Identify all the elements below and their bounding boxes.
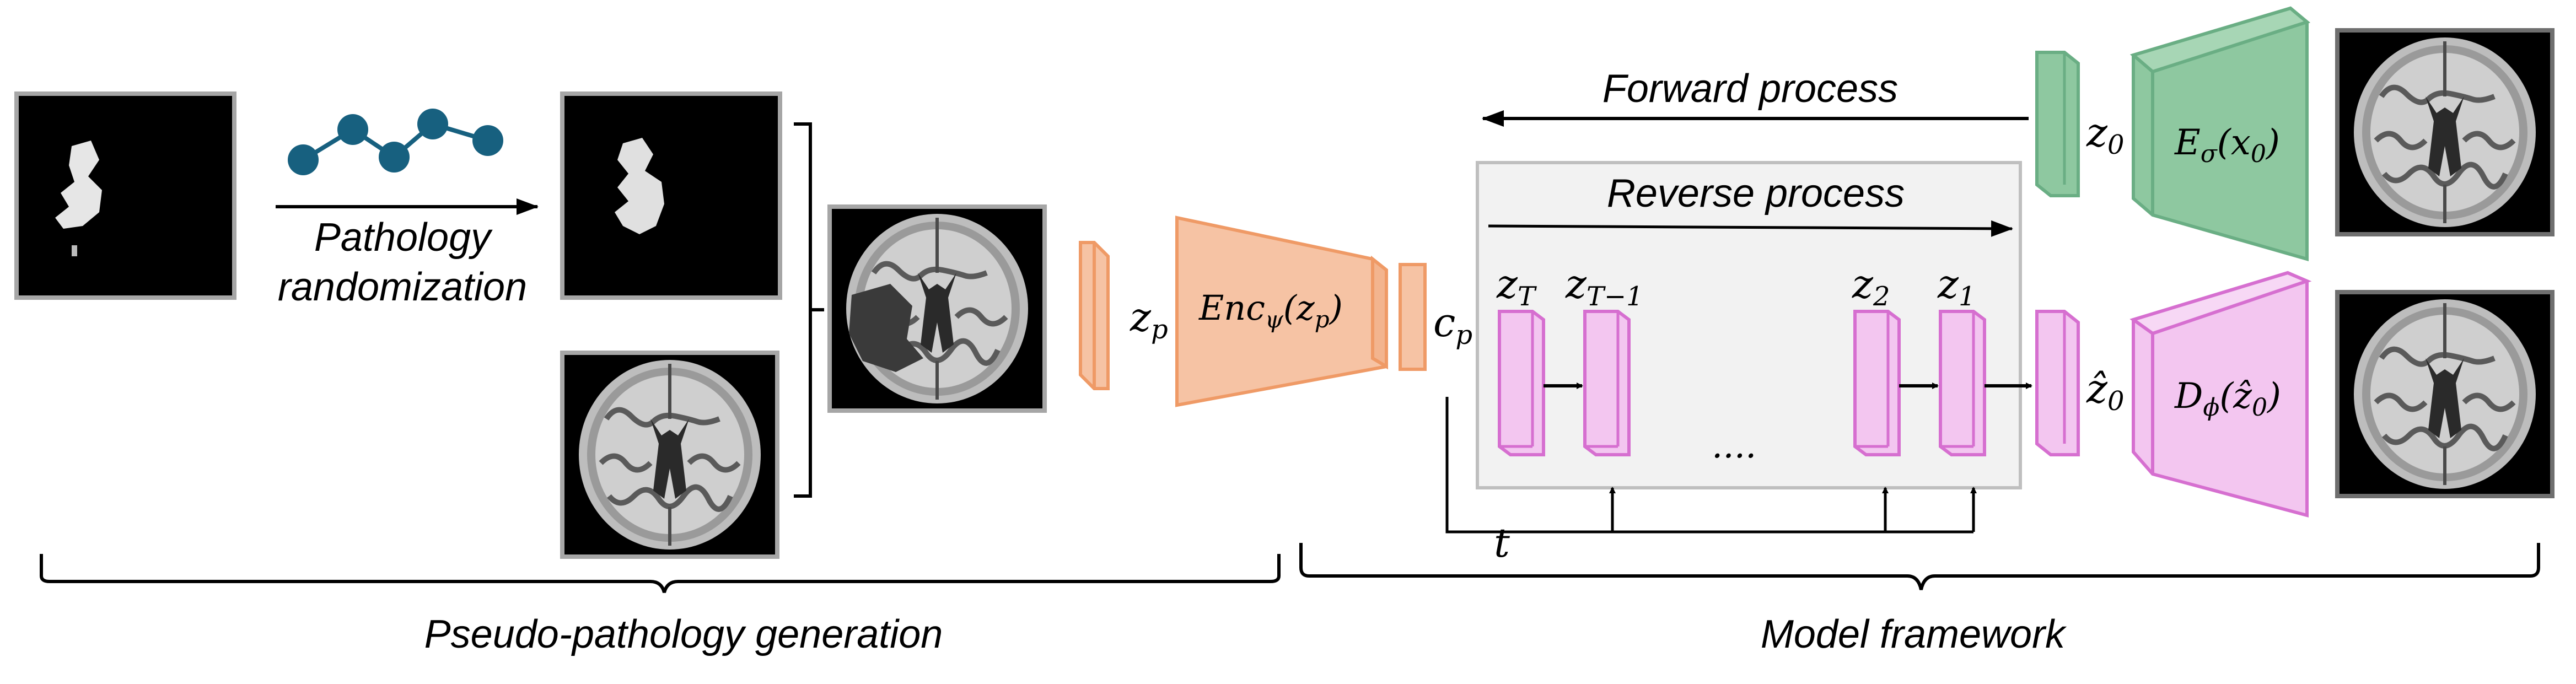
- latent-label-z1: z1: [1937, 261, 1975, 312]
- pathology-mask-image: [14, 91, 236, 300]
- randomization-label-line2: randomization: [278, 265, 527, 309]
- combine-bracket: [794, 122, 824, 498]
- pseudo-pathology-brain-image: [830, 207, 1045, 411]
- input-brain-image: [2337, 30, 2552, 234]
- cp-label: cp: [1433, 299, 1472, 351]
- output-brain-image: [2337, 292, 2552, 496]
- zp-label: zp: [1130, 294, 1168, 345]
- left-caption: Pseudo-pathology generation: [424, 612, 943, 656]
- cp-condition-block: [1399, 263, 1427, 371]
- randomization-label-line1: Pathology: [314, 216, 493, 260]
- left-brace: [40, 554, 1281, 593]
- right-brace: [1299, 543, 2540, 590]
- encoder-label: Encψ(zp): [1198, 288, 1343, 333]
- z0-label: z0: [2086, 109, 2124, 160]
- latent-block-zT-1: [1583, 310, 1631, 456]
- z0-latent-block: [2035, 51, 2080, 197]
- image-encoder-block: [2129, 6, 2311, 261]
- image-decoder-block: [2129, 271, 2312, 518]
- reverse-process-label: Reverse process: [1607, 171, 1905, 216]
- latent-label-z2: z2: [1852, 261, 1890, 312]
- chain-network-icon: [288, 109, 503, 175]
- latent-block-z1: [1939, 310, 1986, 456]
- ellipsis: ....: [1712, 426, 1756, 466]
- latent-label-zT: zT: [1496, 261, 1537, 312]
- right-caption: Model framework: [1761, 612, 2067, 656]
- z0hat-latent-block: [2035, 310, 2080, 456]
- forward-process-label: Forward process: [1602, 67, 1898, 111]
- pathology-encoder-block: [1175, 216, 1388, 407]
- randomized-mask-image: [560, 91, 782, 300]
- timestep-line: [1445, 397, 1973, 534]
- latent-block-z2: [1853, 310, 1901, 456]
- zp-latent-block: [1079, 241, 1110, 390]
- timestep-label: t: [1494, 520, 1510, 566]
- healthy-brain-image-left: [562, 353, 777, 557]
- latent-label-zT-1: zT−1: [1565, 261, 1643, 312]
- encoder-E-label: Eσ(x0): [2174, 122, 2280, 168]
- reverse-process-panel: [1476, 161, 2022, 489]
- latent-block-zT: [1498, 310, 1545, 456]
- reverse-process-arrow: [1488, 220, 2013, 237]
- z0hat-label: ẑ0: [2086, 365, 2124, 417]
- decoder-D-label: Dϕ(ẑ0): [2174, 376, 2281, 422]
